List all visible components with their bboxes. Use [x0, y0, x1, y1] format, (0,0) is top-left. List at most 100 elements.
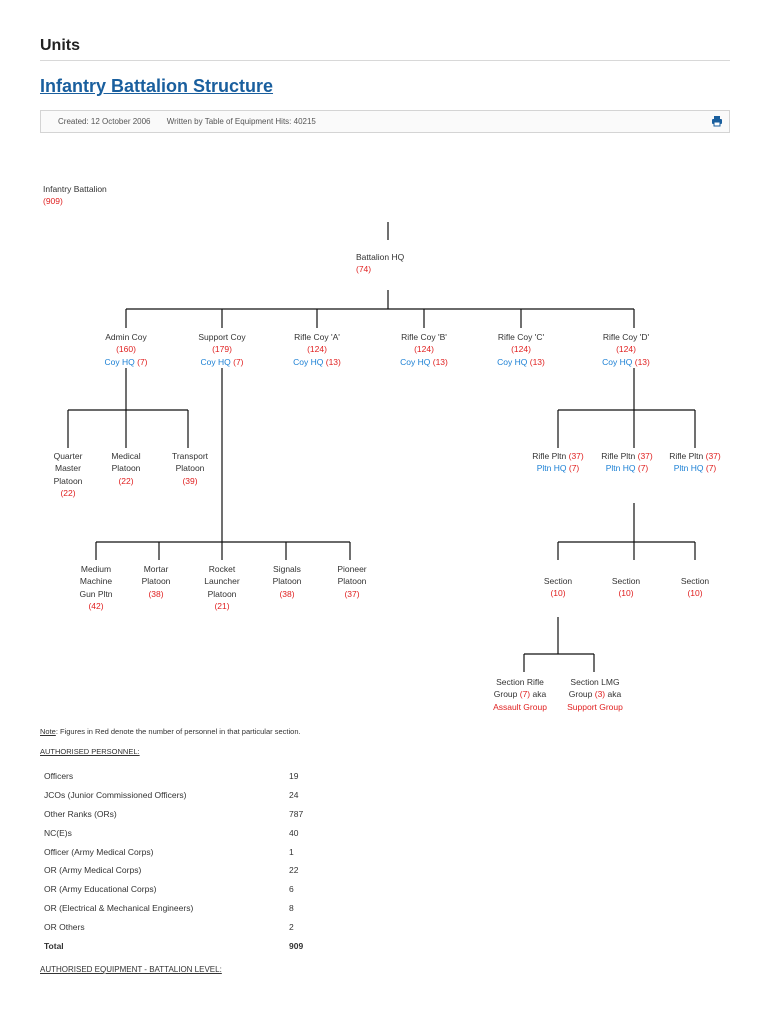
- node-count: (38): [279, 588, 295, 599]
- pltn-hq-label: Pltn HQ: [673, 463, 704, 474]
- pltn-hq-label: Pltn HQ: [605, 463, 636, 474]
- node-name: Rifle Coy 'C': [497, 332, 545, 342]
- node-aka: Support Group: [567, 701, 623, 712]
- row-value: 24: [289, 790, 299, 801]
- pltn-hq-count: (7): [637, 463, 649, 474]
- node-name: Rifle Pltn: [601, 451, 636, 461]
- node-name: Infantry Battalion: [43, 184, 107, 194]
- chart-note: Note: Figures in Red denote the number o…: [40, 727, 301, 736]
- row-value: 909: [289, 940, 304, 951]
- table-row: OR (Army Educational Corps)6: [40, 880, 400, 899]
- node-rifle-coy-a: Rifle Coy 'A' (124) Coy HQ (13): [277, 331, 357, 368]
- node-name: Admin Coy: [105, 332, 147, 342]
- row-label: Total: [44, 940, 64, 951]
- row-label: OR (Electrical & Mechanical Engineers): [44, 902, 194, 913]
- node-section-3: Section (10): [665, 575, 725, 600]
- row-label: NC(E)s: [44, 827, 72, 838]
- node-name: Rifle Coy 'B': [401, 332, 447, 342]
- node-rocket-launcher-platoon: Rocket Launcher Platoon (21): [192, 563, 252, 612]
- node-name-line: Group: [568, 689, 593, 700]
- node-count: (10): [550, 588, 566, 599]
- node-section-lmg-group: Section LMG Group (3) aka Support Group: [558, 676, 632, 713]
- node-medical-platoon: Medical Platoon (22): [96, 450, 156, 487]
- node-rifle-coy-b: Rifle Coy 'B' (124) Coy HQ (13): [384, 331, 464, 368]
- node-section-1: Section (10): [528, 575, 588, 600]
- node-count: (21): [214, 600, 230, 611]
- node-count: (124): [616, 344, 636, 355]
- node-count: (37): [637, 451, 653, 461]
- row-label: OR (Army Medical Corps): [44, 865, 142, 876]
- node-name-line: Medium: [80, 564, 112, 574]
- node-count: (22): [118, 475, 134, 486]
- node-name: Rifle Pltn: [669, 451, 704, 461]
- node-name-line: Section LMG: [570, 677, 620, 687]
- node-name-line: Pioneer: [337, 564, 367, 574]
- coy-hq-label: Coy HQ: [293, 356, 324, 367]
- coy-hq-count: (7): [137, 356, 148, 367]
- row-label: OR Others: [44, 921, 85, 932]
- row-label: Officer (Army Medical Corps): [44, 846, 154, 857]
- node-admin-coy: Admin Coy (160) Coy HQ (7): [86, 331, 166, 368]
- node-transport-platoon: Transport Platoon (39): [158, 450, 222, 487]
- article-title-link[interactable]: Infantry Battalion Structure: [40, 76, 274, 96]
- row-value: 8: [289, 902, 294, 913]
- pltn-hq-count: (7): [705, 463, 717, 474]
- node-name: Rifle Coy 'A': [294, 332, 340, 342]
- node-name-line: Section Rifle: [496, 677, 544, 687]
- row-label: OR (Army Educational Corps): [44, 884, 157, 895]
- table-row: Other Ranks (ORs)787: [40, 805, 400, 824]
- node-rifle-platoon-3: Rifle Pltn (37) Pltn HQ (7): [661, 450, 729, 475]
- node-rifle-coy-d: Rifle Coy 'D' (124) Coy HQ (13): [586, 331, 666, 368]
- node-section-2: Section (10): [596, 575, 656, 600]
- node-name: Section: [611, 576, 641, 586]
- table-row: JCOs (Junior Commissioned Officers)24: [40, 786, 400, 805]
- node-name-line: aka: [532, 689, 547, 700]
- node-count: (37): [705, 451, 721, 461]
- coy-hq-count: (13): [325, 356, 341, 367]
- node-aka: Assault Group: [493, 701, 547, 712]
- node-name-line: Platoon: [175, 463, 205, 474]
- node-support-coy: Support Coy (179) Coy HQ (7): [182, 331, 262, 368]
- node-count: (124): [414, 344, 434, 355]
- authorised-personnel-heading: AUTHORISED PERSONNEL:: [40, 747, 140, 756]
- print-icon[interactable]: [711, 115, 723, 127]
- node-name-line: Master: [55, 463, 81, 474]
- pltn-hq-count: (7): [568, 463, 580, 474]
- node-quarter-master-platoon: Quarter Master Platoon (22): [38, 450, 98, 499]
- node-count: (179): [212, 344, 232, 355]
- node-count: (74): [356, 264, 372, 275]
- node-name-line: Transport: [171, 451, 209, 461]
- node-name: Battalion HQ: [356, 252, 405, 262]
- table-row: NC(E)s 40: [40, 823, 400, 842]
- coy-hq-label: Coy HQ: [497, 356, 528, 367]
- coy-hq-count: (13): [432, 356, 448, 367]
- node-name-line: Machine: [79, 576, 113, 587]
- section-title: Units: [40, 37, 80, 54]
- table-row: OR (Electrical & Mechanical Engineers) 8: [40, 899, 400, 918]
- node-name-line: Signals: [273, 564, 301, 574]
- note-label: Note: [40, 727, 56, 736]
- node-name-line: Platoon: [337, 576, 367, 587]
- node-name-line: Platoon: [141, 576, 171, 587]
- node-name-line: Group: [493, 689, 518, 700]
- table-row: Officer (Army Medical Corps)1: [40, 842, 400, 861]
- node-count: (10): [618, 588, 634, 599]
- row-value: 40: [289, 827, 299, 838]
- node-name-line: Platoon: [111, 463, 141, 474]
- node-count: (38): [148, 588, 164, 599]
- node-pioneer-platoon: Pioneer Platoon (37): [322, 563, 382, 600]
- node-battalion-hq: Battalion HQ (74): [356, 251, 404, 276]
- node-name-line: aka: [607, 689, 622, 700]
- node-name-line: Platoon: [53, 475, 83, 486]
- node-count: (37): [568, 451, 584, 461]
- org-chart-lines: [67, 222, 696, 672]
- node-name-line: Platoon: [207, 588, 237, 599]
- node-mortar-platoon: Mortar Platoon (38): [126, 563, 186, 600]
- row-label: Other Ranks (ORs): [44, 808, 117, 819]
- table-row: OR (Army Medical Corps)22: [40, 861, 400, 880]
- node-count: (909): [43, 196, 63, 207]
- note-text: : Figures in Red denote the number of pe…: [55, 727, 301, 736]
